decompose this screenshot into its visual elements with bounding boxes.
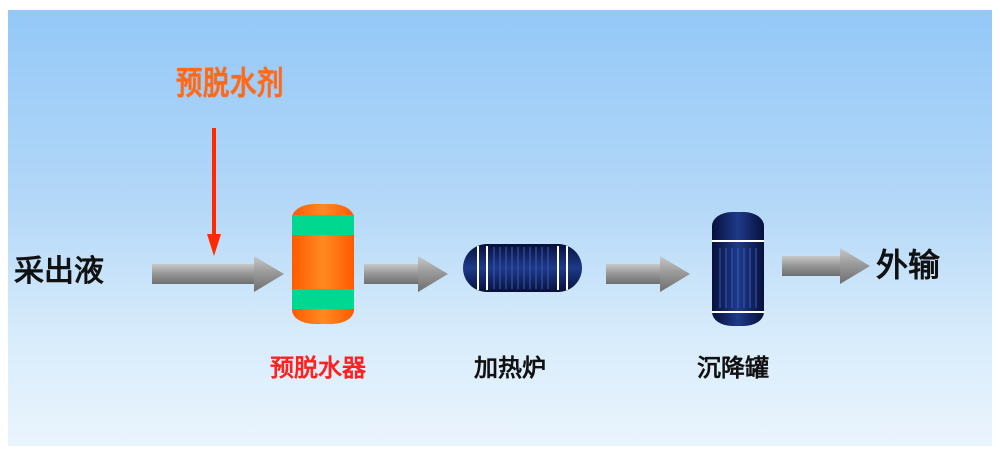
flow-arrow-inlet bbox=[152, 256, 284, 292]
dosing-agent-label: 预脱水剂 bbox=[176, 64, 285, 102]
heater-vessel bbox=[463, 244, 582, 292]
flow-arrow-outlet bbox=[782, 248, 870, 284]
inlet-label: 采出液 bbox=[14, 254, 104, 289]
separator-label: 预脱水器 bbox=[270, 354, 366, 382]
flow-arrow-1 bbox=[364, 256, 448, 292]
outlet-label: 外输 bbox=[876, 246, 941, 284]
heater-label: 加热炉 bbox=[474, 354, 546, 382]
settling-tank-vessel bbox=[712, 212, 764, 326]
separator-vessel bbox=[292, 204, 354, 324]
dosing-arrow bbox=[207, 128, 221, 256]
settling-tank-label: 沉降罐 bbox=[697, 354, 769, 382]
flow-arrow-2 bbox=[606, 256, 690, 292]
diagram-background bbox=[8, 10, 992, 446]
